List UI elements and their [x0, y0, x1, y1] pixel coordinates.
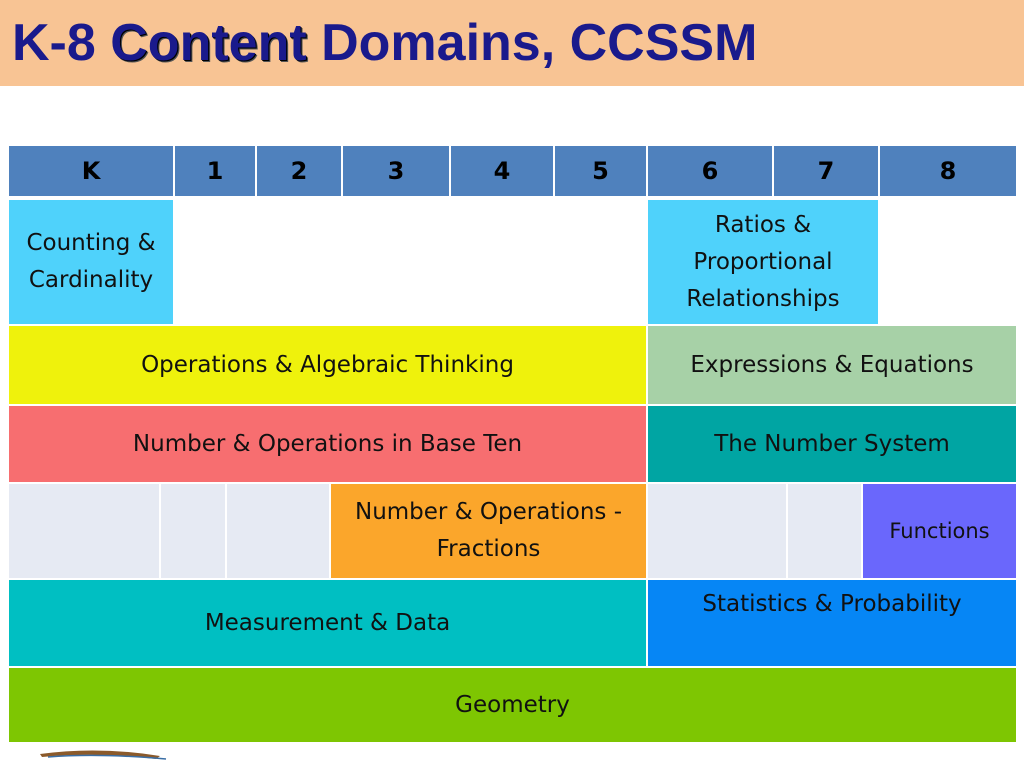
- grade-header-5: 5: [555, 146, 648, 196]
- empty-cell: [9, 484, 161, 578]
- grade-header-k: K: [9, 146, 175, 196]
- footer-logo-swoosh: [40, 750, 167, 760]
- grade-header-3: 3: [343, 146, 451, 196]
- grade-header-7: 7: [774, 146, 880, 196]
- empty-cell: [227, 484, 331, 578]
- domain-counting-cardinality: Counting & Cardinality: [9, 200, 173, 324]
- title-bar: [0, 0, 1024, 86]
- domain-geometry: Geometry: [9, 668, 1016, 742]
- grade-header-8: 8: [880, 146, 1016, 196]
- domain-number-system: The Number System: [648, 406, 1016, 482]
- slide-title: K-8 Content Domains, CCSSM: [12, 8, 757, 78]
- title-suffix: Domains, CCSSM: [306, 14, 758, 72]
- domain-ratios-proportional: Ratios & Proportional Relationships: [648, 200, 878, 324]
- grade-header-4: 4: [451, 146, 555, 196]
- empty-cell: [161, 484, 227, 578]
- empty-cell: [788, 484, 863, 578]
- title-emphasis: Content: [110, 14, 307, 72]
- domain-statistics-probability: Statistics & Probability: [648, 580, 1016, 666]
- grade-header-2: 2: [257, 146, 343, 196]
- domain-expressions-equations: Expressions & Equations: [648, 326, 1016, 404]
- domain-number-fractions: Number & Operations - Fractions: [331, 484, 646, 578]
- domain-functions: Functions: [863, 484, 1016, 578]
- empty-cell: [648, 484, 788, 578]
- domain-measurement-data: Measurement & Data: [9, 580, 646, 666]
- title-prefix: K-8: [12, 14, 111, 72]
- grade-header-1: 1: [175, 146, 257, 196]
- grade-header-6: 6: [648, 146, 774, 196]
- domain-operations-algebraic: Operations & Algebraic Thinking: [9, 326, 646, 404]
- domain-number-base-ten: Number & Operations in Base Ten: [9, 406, 646, 482]
